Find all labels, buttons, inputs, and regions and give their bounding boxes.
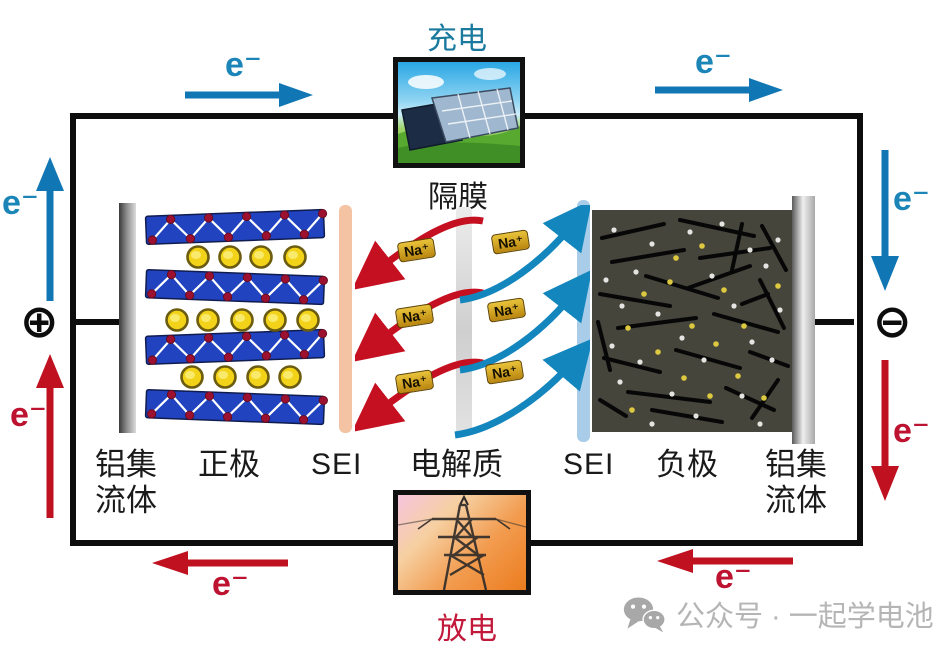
left-collector-label: 铝集 流体 [95,447,157,519]
left-sei-layer-bar [339,205,352,433]
left-current-collector-bar [119,203,136,433]
left-collector-label-line1: 铝集 [95,447,157,482]
electron-label-right-lower: e⁻ [893,412,930,450]
electron-label-left-upper: e⁻ [2,184,39,222]
electron-arrow-top-left [185,83,313,107]
watermark-text: 公众号 · 一起学电池 [676,601,934,633]
wechat-icon [623,597,666,633]
negative-terminal-symbol: ⊖ [873,295,912,347]
electron-arrow-right-down-blue [871,150,899,291]
left-terminal-connector-wire [73,319,121,325]
separator-membrane-bar [456,207,472,435]
anode-structure-graphic [592,210,793,432]
electron-arrow-left-up-blue [36,157,64,301]
right-current-collector-bar [792,196,815,444]
discharge-label: 放电 [437,613,497,646]
positive-terminal-symbol: ⊕ [20,295,59,347]
electron-arrow-bottom-right [657,549,793,573]
charge-label: 充电 [427,23,487,56]
electron-label-left-lower: e⁻ [10,396,47,434]
right-sei-label: SEI [563,448,615,481]
solar-panel-image [393,57,525,168]
right-terminal-connector-wire [813,319,854,325]
right-collector-label: 铝集 流体 [765,447,827,519]
cathode-label: 正极 [198,447,260,482]
electrolyte-label: 电解质 [410,447,503,482]
electron-label-bottom-left: e⁻ [212,565,249,603]
cathode-structure-graphic [144,208,328,426]
electron-label-top-right: e⁻ [695,43,732,81]
electron-arrow-left-up-red [36,354,64,518]
watermark: 公众号 · 一起学电池 [622,593,934,635]
solar-panel-graphic [398,68,520,163]
electron-label-top-left: e⁻ [225,46,262,84]
electron-label-bottom-right: e⁻ [715,558,752,596]
electron-label-right-upper: e⁻ [893,180,930,218]
electron-arrow-bottom-left [152,551,288,575]
right-collector-label-line2: 流体 [765,483,827,518]
power-tower-graphic [397,494,527,591]
right-collector-label-line1: 铝集 [765,447,827,482]
electron-arrow-top-right [655,78,783,102]
ion-migration-arrows [355,205,590,439]
left-sei-label: SEI [311,448,363,481]
power-tower-image [393,490,531,595]
anode-label: 负极 [656,447,718,482]
left-collector-label-line2: 流体 [95,483,157,518]
electron-arrow-right-down-red [871,360,899,501]
